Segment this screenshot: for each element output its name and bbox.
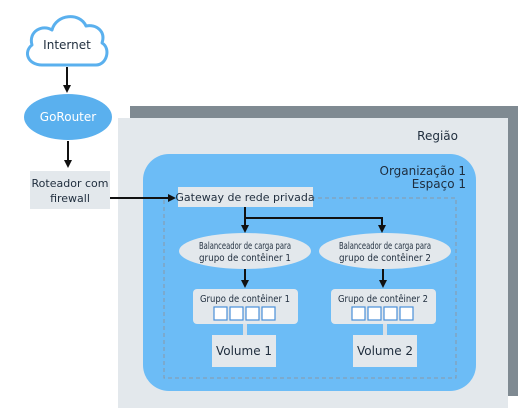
container-group-1-containers (213, 306, 276, 321)
organization-label: Organização 1 (380, 164, 466, 178)
load-balancer-2-label-line1: Balanceador de carga para (339, 241, 431, 252)
load-balancer-1-node (179, 233, 311, 269)
container-icon (367, 306, 382, 321)
container-group-2-containers (351, 306, 414, 321)
region-label: Região (417, 129, 458, 143)
container-icon (261, 306, 276, 321)
container-icon (399, 306, 414, 321)
volume-2-node (353, 335, 417, 367)
load-balancer-1-label-line1: Balanceador de carga para (199, 241, 291, 252)
container-icon (351, 306, 366, 321)
gateway-node (178, 187, 313, 207)
firewall-router-node (30, 171, 110, 209)
firewall-router-label-line1: Roteador com (32, 177, 109, 190)
volume-2-label: Volume 2 (357, 344, 413, 358)
container-group-2-label: Grupo de contêiner 2 (338, 293, 428, 305)
space-label: Espaço 1 (412, 177, 466, 191)
load-balancer-2-node (319, 233, 451, 269)
arrow-gateway-to-lb2 (245, 217, 386, 233)
gateway-label: Gateway de rede privada (175, 191, 314, 204)
internet-cloud-icon (26, 15, 109, 67)
load-balancer-1-label-line2: grupo de contêiner 1 (199, 253, 291, 264)
container-icon (383, 306, 398, 321)
internet-label: Internet (43, 38, 91, 52)
volume-1-node (212, 335, 276, 367)
firewall-router-label-line2: firewall (50, 192, 90, 205)
gorouter-node (24, 94, 112, 140)
private-network-boundary (163, 197, 457, 379)
load-balancer-2-label-line2: grupo de contêiner 2 (339, 253, 431, 264)
volume-1-label: Volume 1 (216, 344, 272, 358)
gorouter-label: GoRouter (40, 110, 96, 124)
container-icon (245, 306, 260, 321)
container-icon (213, 306, 228, 321)
container-icon (229, 306, 244, 321)
organization-space-box (143, 154, 476, 391)
container-group-1-label: Grupo de contêiner 1 (200, 293, 290, 305)
